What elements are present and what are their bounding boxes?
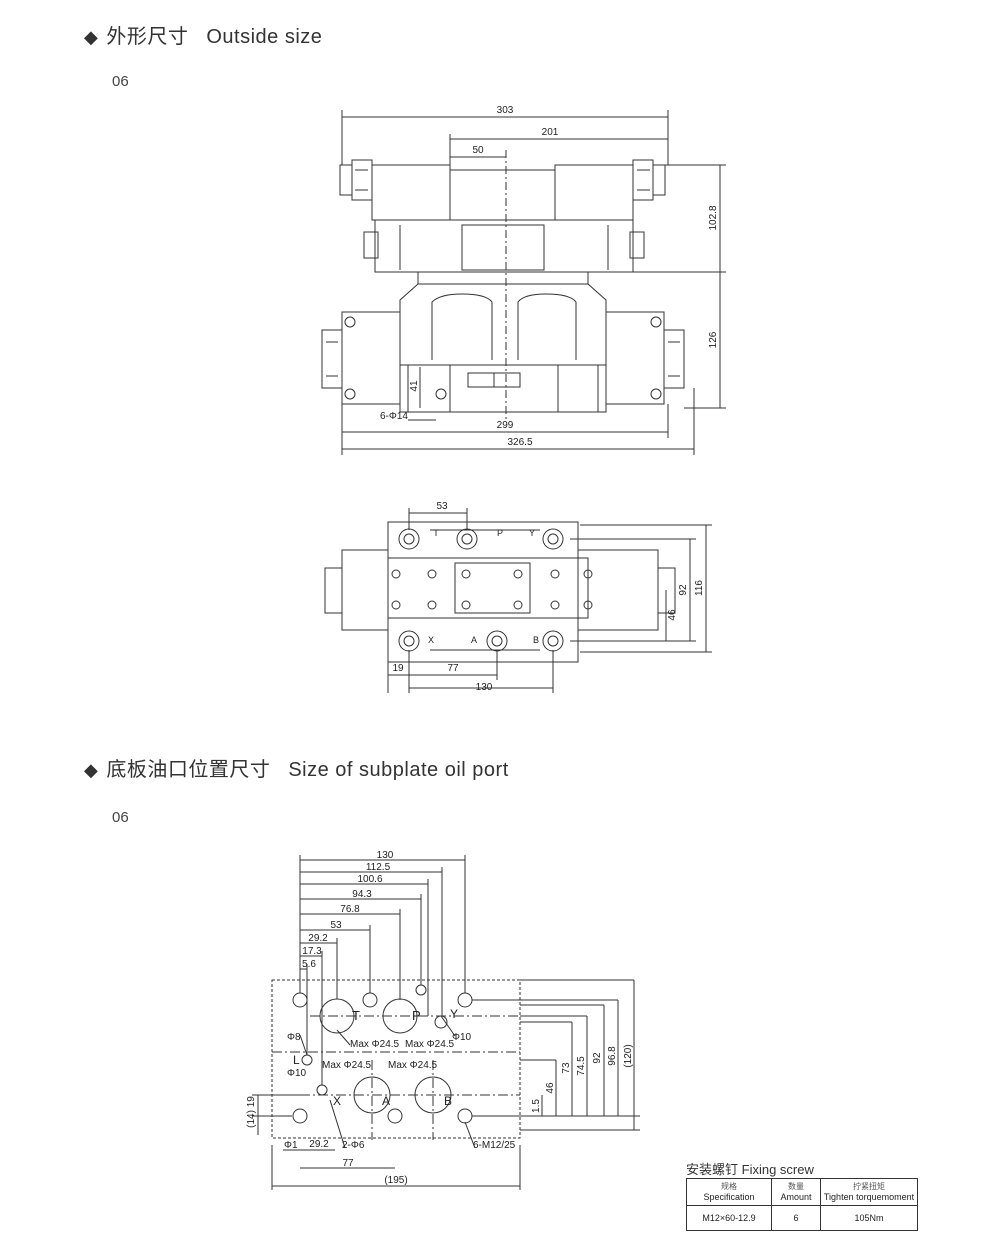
fixing-screw-table: 规格 Specification 数量 Amount 拧紧扭矩 Tighten … (686, 1178, 918, 1231)
dim-bottom-4: (195) (384, 1175, 407, 1186)
dim-299: 299 (497, 420, 514, 431)
dim-130: 130 (476, 682, 493, 693)
header-torque: 拧紧扭矩 Tighten torquemoment (820, 1178, 918, 1206)
label-max4: Max Φ24.5 (388, 1060, 438, 1071)
port-B: B (533, 635, 539, 645)
fixing-screw-title: 安装螺钉 Fixing screw (686, 1162, 814, 1177)
dim-top-1: 112.5 (366, 862, 391, 873)
dim-bottom-3: 77 (342, 1158, 354, 1169)
subplate-port-L: L (293, 1053, 300, 1067)
dim-left-0: (14) 19 (246, 1096, 257, 1128)
dim-102-8: 102.8 (708, 205, 719, 230)
label-max3: Max Φ24.5 (322, 1060, 372, 1071)
cell-torque: 105Nm (820, 1205, 918, 1231)
dim-right-0: 1.5 (531, 1099, 542, 1113)
cell-spec: M12×60-12.9 (686, 1205, 772, 1231)
port-X: X (428, 635, 434, 645)
port-Y: Y (529, 528, 535, 538)
dim-77: 77 (447, 663, 459, 674)
dim-bottom-2: 2-Φ6 (342, 1140, 365, 1151)
subplate-port-P: P (412, 1008, 421, 1023)
dim-326-5: 326.5 (507, 437, 532, 448)
dim-top-4: 76.8 (340, 904, 360, 915)
diamond-bullet-icon: ◆ (84, 27, 99, 47)
dim-top-7: 17.3 (302, 946, 322, 957)
subplate-port-Y: Y (450, 1007, 458, 1021)
dim-top-6: 29.2 (308, 933, 328, 944)
table-header-row: 规格 Specification 数量 Amount 拧紧扭矩 Tighten … (686, 1178, 918, 1206)
dim-bolts: 6-Φ14 (380, 411, 408, 422)
port-A: A (471, 635, 477, 645)
label-max1: Max Φ24.5 (350, 1039, 400, 1050)
dim-bottom-0: Φ1 (284, 1140, 298, 1151)
dim-top-2: 100.6 (357, 874, 382, 885)
label-phi10b: Φ10 (287, 1068, 307, 1079)
label-phi8: Φ8 (287, 1032, 301, 1043)
subplate-port-T: T (352, 1008, 360, 1023)
dim-50: 50 (472, 145, 484, 156)
table-row: M12×60-12.9 6 105Nm (686, 1205, 918, 1231)
dim-bottom-1: 29.2 (309, 1139, 329, 1150)
model-label-2: 06 (112, 809, 129, 826)
port-P: P (497, 528, 503, 538)
dim-116: 116 (694, 580, 705, 596)
dim-201: 201 (542, 127, 559, 138)
subplate-drawing (271, 979, 521, 1140)
dimension-lines-subplate (252, 855, 640, 1190)
dim-top-3: 94.3 (352, 889, 372, 900)
dim-53: 53 (436, 501, 448, 512)
subplate-port-B: B (444, 1094, 452, 1108)
dim-126: 126 (708, 331, 719, 348)
cell-amount: 6 (771, 1205, 821, 1231)
dim-303: 303 (497, 105, 514, 116)
dim-top-0: 130 (377, 850, 394, 861)
valve-top-view (324, 521, 676, 663)
subplate-port-X: X (333, 1094, 341, 1108)
dim-46: 46 (667, 609, 678, 621)
dim-right-6: (120) (623, 1044, 634, 1067)
valve-front-view (321, 150, 685, 420)
dimension-lines-top (387, 508, 712, 693)
dim-19: 19 (392, 663, 404, 674)
dim-41: 41 (409, 380, 420, 392)
port-T: T (433, 528, 439, 538)
dim-top-5: 53 (330, 920, 342, 931)
dim-right-3: 74.5 (576, 1056, 587, 1076)
model-label-1: 06 (112, 73, 129, 90)
dim-right-2: 73 (561, 1062, 572, 1074)
diamond-bullet-icon: ◆ (84, 760, 99, 780)
dim-bottom-5: 6-M12/25 (473, 1140, 516, 1151)
dimension-lines-front (341, 110, 726, 455)
dim-92: 92 (678, 584, 689, 596)
header-amount: 数量 Amount (771, 1178, 821, 1206)
dim-right-1: 46 (545, 1082, 556, 1094)
header-spec: 规格 Specification (686, 1178, 772, 1206)
label-max2: Max Φ24.5 (405, 1039, 455, 1050)
dim-right-5: 96.8 (607, 1046, 618, 1066)
dim-top-8: 5.6 (302, 959, 316, 970)
subplate-port-A: A (382, 1094, 390, 1108)
label-phi10a: Φ10 (452, 1032, 472, 1043)
dim-right-4: 92 (592, 1052, 603, 1064)
